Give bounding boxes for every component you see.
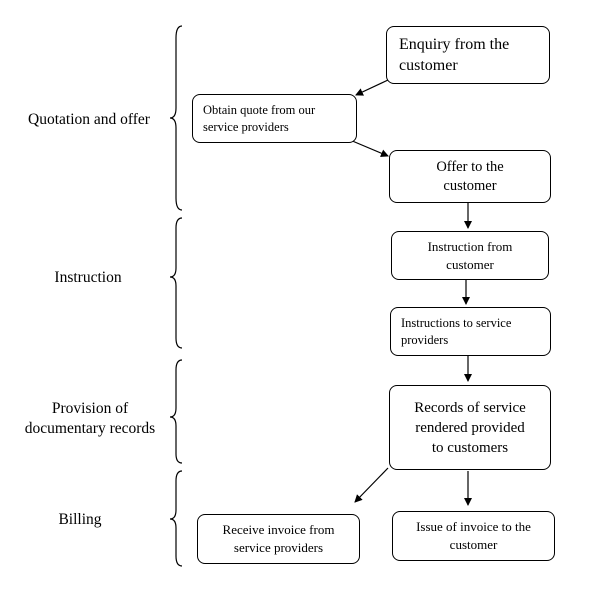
node-instruction-from-text: Instruction from customer [427,238,513,272]
stage-label-instruction: Instruction [54,269,122,286]
brace-billing [169,470,183,567]
node-instructions-to-text: Instructions to service providers [401,315,512,347]
node-enquiry-text: Enquiry from the customer [399,36,510,74]
node-issue-invoice-text: Issue of invoice to the customer [416,519,531,552]
node-enquiry: Enquiry from the customer [386,26,550,84]
node-records-text: Records of service rendered provided to … [414,399,526,456]
node-offer-text: Offer to the customer [436,158,504,194]
node-instructions-to: Instructions to service providers [390,307,551,356]
brace-provision [169,359,183,464]
node-obtain-quote: Obtain quote from our service providers [192,94,357,143]
node-receive-invoice: Receive invoice from service providers [197,514,360,564]
stage-label-quotation: Quotation and offer [28,111,150,128]
node-offer: Offer to the customer [389,150,551,203]
stage-label-provision: Provision of documentary records [24,400,156,437]
node-issue-invoice: Issue of invoice to the customer [392,511,555,561]
arrow-obtain-quote-to-offer [349,139,389,157]
stage-label-billing: Billing [58,511,102,528]
brace-instruction [169,217,183,349]
arrow-enquiry-to-obtain-quote [355,79,389,96]
arrow-records-to-receive-invoice [354,467,389,503]
node-records: Records of service rendered provided to … [389,385,551,470]
brace-quotation [169,25,183,211]
node-obtain-quote-text: Obtain quote from our service providers [203,102,316,134]
node-instruction-from: Instruction from customer [391,231,549,280]
node-receive-invoice-text: Receive invoice from service providers [222,522,335,555]
